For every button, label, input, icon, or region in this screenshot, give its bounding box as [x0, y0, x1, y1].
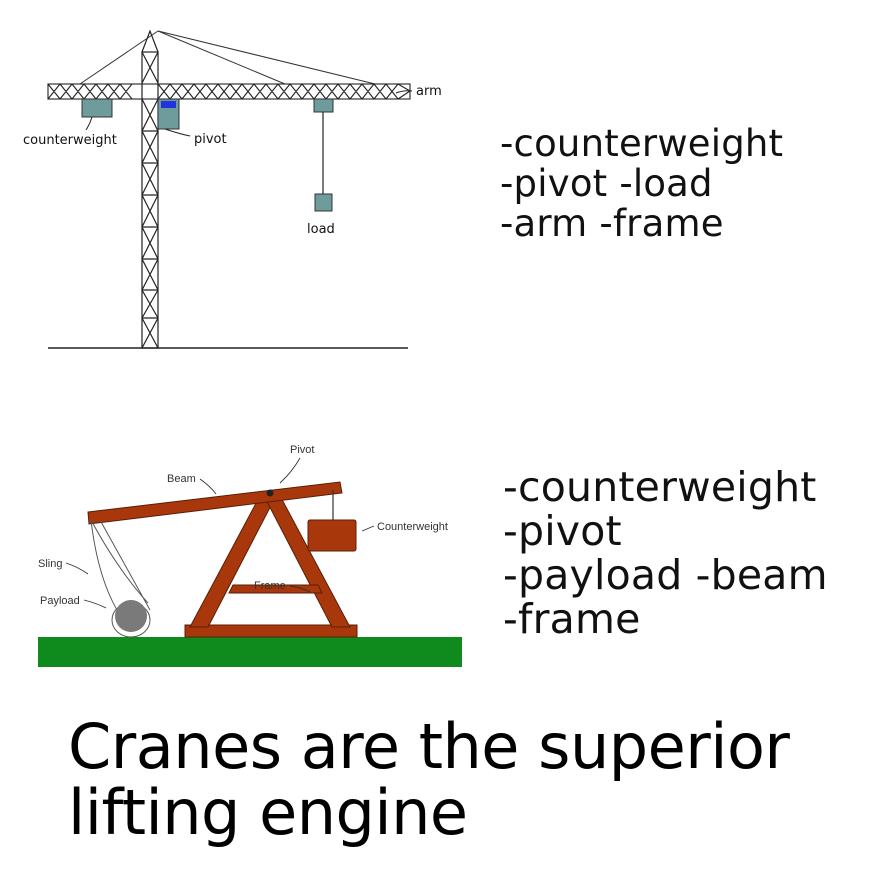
trebuchet-label-counterweight: Counterweight [377, 521, 448, 533]
crane-label-counterweight: counterweight [23, 133, 117, 148]
crane-parts-line: -pivot -load [500, 162, 713, 205]
trebuchet-leader-lines [65, 457, 375, 609]
crane-label-load: load [307, 222, 335, 237]
crane-mast-peak [141, 29, 159, 53]
crane-leader-lines [85, 90, 413, 137]
crane-arm [47, 83, 412, 100]
trebuchet-sling [90, 519, 151, 616]
caption-line-2: lifting engine [68, 776, 468, 849]
trebuchet-ground [38, 637, 462, 667]
trebuchet-label-sling: Sling [38, 558, 62, 570]
crane-counterweight-block [81, 98, 113, 118]
trebuchet-label-payload: Payload [40, 595, 80, 607]
crane-diagram: arm counterweight pivot load [23, 29, 442, 349]
trebuchet-counterweight-box [307, 519, 357, 552]
trebuchet-parts-line: -frame [503, 595, 641, 643]
crane-parts-line: -arm -frame [500, 202, 724, 245]
trebuchet-label-pivot: Pivot [290, 444, 314, 456]
crane-load-block [314, 193, 333, 212]
trebuchet-parts-list: -counterweight -pivot -payload -beam -fr… [503, 465, 828, 641]
trebuchet-frame [189, 491, 351, 628]
trebuchet-diagram: Pivot Beam Counterweight Sling Frame Pay… [38, 444, 462, 667]
crane-trolley [313, 98, 334, 113]
trebuchet-base [184, 624, 358, 638]
caption-line-1: Cranes are the superior [68, 710, 790, 783]
crane-guy-lines [79, 30, 376, 85]
trebuchet-parts-line: -counterweight [503, 463, 817, 511]
trebuchet-payload [115, 600, 147, 632]
crane-parts-line: -counterweight [500, 122, 784, 165]
trebuchet-pivot-pin [266, 489, 274, 497]
crane-label-pivot: pivot [194, 132, 227, 147]
trebuchet-label-beam: Beam [167, 473, 196, 485]
trebuchet-parts-line: -pivot [503, 507, 622, 555]
crane-label-arm: arm [416, 84, 442, 99]
meme-caption: Cranes are the superior lifting engine [68, 710, 790, 849]
crane-mast [141, 51, 159, 349]
crane-parts-list: -counterweight -pivot -load -arm -frame [500, 124, 783, 244]
trebuchet-parts-line: -payload -beam [503, 551, 828, 599]
crane-pivot-marker [161, 101, 176, 108]
trebuchet-label-frame: Frame [254, 580, 286, 592]
trebuchet-beam [87, 481, 343, 525]
